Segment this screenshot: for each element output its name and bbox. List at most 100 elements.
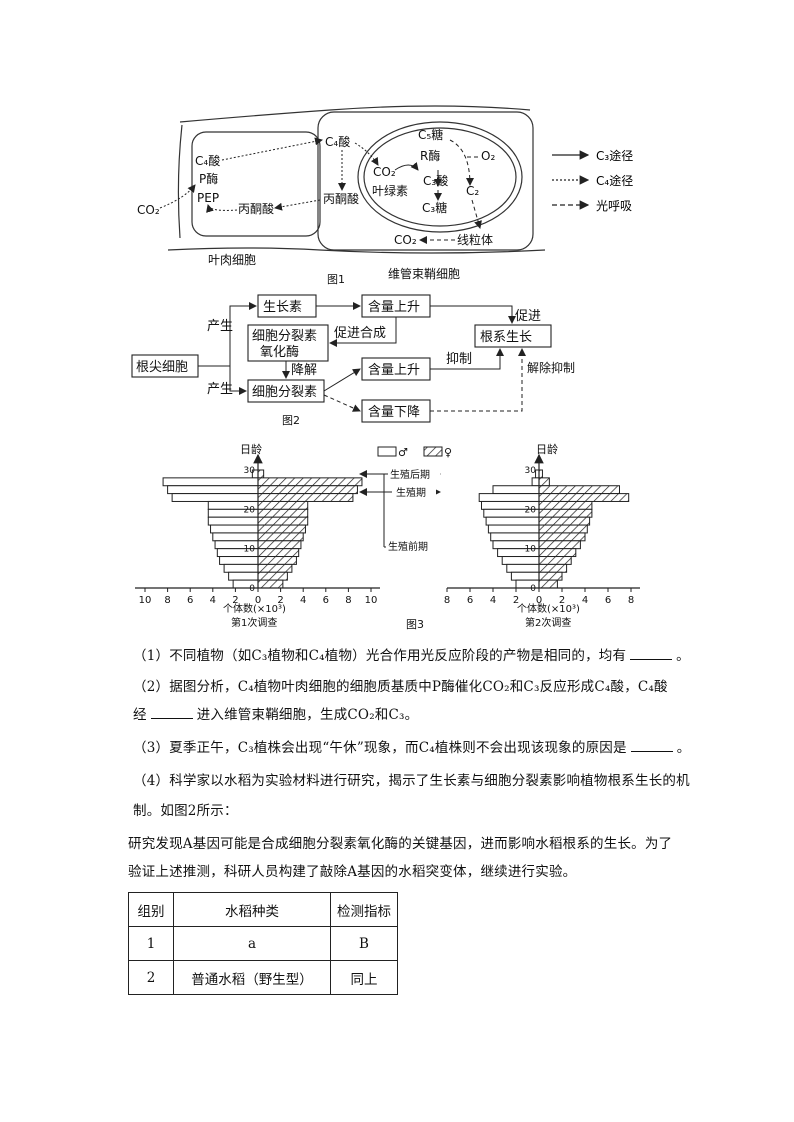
bar-male-age-14 — [212, 532, 259, 542]
cell-rice-type-2: 普通水稻（野生型） — [173, 960, 331, 995]
ckx-label-line2: 氧化酶 — [260, 344, 299, 360]
y-axis-label-1: 日龄 — [240, 442, 262, 456]
stage-reproductive-label: 生殖期 — [396, 486, 426, 499]
question-4-line1: （4）科学家以水稻为实验材料进行研究，揭示了生长素与细胞分裂素影响植物根系生长的… — [133, 771, 690, 791]
y-axis-label-2: 日龄 — [536, 442, 558, 456]
question-2-text-c: 进入维管束鞘细胞，生成CO₂和C₃。 — [196, 707, 419, 723]
x-tick-label: 8 — [444, 595, 450, 606]
x-tick-label: 6 — [467, 595, 473, 606]
header-group: 组别 — [128, 892, 174, 927]
legend-photorespiration: 光呼吸 — [596, 199, 632, 213]
bar-female-age-26 — [538, 485, 620, 495]
bar-female-age-16 — [257, 524, 306, 534]
stage-pre-label: 生殖前期 — [388, 540, 428, 553]
bar-female-age-18 — [257, 516, 309, 526]
c4-acid-label-1: C₄酸 — [195, 153, 220, 168]
cell-indicator-1: B — [330, 926, 398, 961]
y-tick-label: 20 — [525, 505, 537, 515]
content-down-label: 含量下降 — [368, 404, 420, 420]
cell-indicator-2: 同上 — [330, 960, 398, 995]
bar-male-age-8 — [219, 556, 259, 565]
bar-male-age-8 — [501, 556, 540, 565]
bar-male-age-26 — [492, 485, 540, 495]
bar-female-age-6 — [257, 563, 293, 573]
bar-female-age-18 — [538, 516, 591, 526]
ckx-box — [247, 324, 329, 362]
question-4-text-b: 制。如图2所示： — [133, 803, 238, 819]
x-tick-label: 0 — [255, 595, 261, 606]
survey-1-label: 第1次调查 — [231, 616, 277, 629]
cell-group-2: 2 — [128, 960, 174, 995]
r-enzyme-label: R酶 — [420, 148, 440, 163]
produce-label-2: 产生 — [207, 382, 233, 397]
cell-rice-type-1: a — [173, 926, 331, 961]
x-tick-label: 0 — [536, 595, 542, 606]
p-enzyme-label: P酶 — [199, 171, 218, 186]
figure-1-legend: C₃途径 C₄途径 光呼吸 — [552, 148, 633, 213]
c3-acid-label: C₃酸 — [423, 173, 448, 188]
bar-female-age-20 — [538, 508, 593, 518]
figure-2-caption: 图2 — [282, 414, 300, 427]
paragraph-2: 验证上述推测，科研人员构建了敲除A基因的水稻突变体，继续进行实验。 — [128, 862, 576, 882]
bar-female-age-10 — [538, 548, 577, 558]
x-tick-label: 8 — [345, 595, 351, 606]
figure-1-caption: 图1 — [327, 273, 345, 286]
question-3-text: （3）夏季正午，C₃植株会出现“午休”现象，而C₄植株则不会出现该现象的原因是 — [133, 740, 627, 756]
question-4-line2: 制。如图2所示： — [133, 801, 238, 821]
x-tick-label: 10 — [139, 595, 152, 606]
figure-3-caption: 图3 — [406, 618, 424, 631]
x-tick-label: 8 — [628, 595, 634, 606]
bar-male-age-28 — [531, 477, 540, 487]
question-1-text: （1）不同植物（如C₃植物和C₄植物）光合作用光反应阶段的产物是相同的，均有 — [133, 648, 627, 664]
mesophyll-cell-label: 叶肉细胞 — [208, 253, 256, 267]
y-tick-label: 0 — [530, 584, 536, 594]
table-row: 2 普通水稻（野生型） 同上 — [128, 960, 398, 995]
bar-male-age-18 — [207, 516, 259, 526]
root-growth-label: 根系生长 — [480, 330, 532, 345]
root-tip-label: 根尖细胞 — [136, 360, 188, 375]
bar-female-age-26 — [257, 485, 358, 495]
answer-blank-3[interactable] — [630, 739, 673, 752]
x-axis-label-1: 个体数(×10³) — [223, 602, 286, 615]
bar-male-age-26 — [167, 485, 259, 495]
chloroplast — [357, 121, 523, 233]
x-tick-label: 6 — [605, 595, 611, 606]
x-tick-label: 4 — [490, 595, 496, 606]
header-indicator: 检测指标 — [330, 892, 398, 927]
bar-female-age-10 — [257, 548, 300, 558]
bar-female-age-22 — [538, 500, 593, 510]
mesophyll-cell — [191, 131, 321, 237]
x-tick-label: 6 — [323, 595, 329, 606]
relieve-inhibit-label: 解除抑制 — [527, 360, 575, 375]
bar-male-age-24 — [171, 493, 259, 502]
answer-blank-1[interactable] — [630, 647, 673, 660]
co2-label-3: CO₂ — [394, 233, 417, 247]
chlorophyll-label: 叶绿素 — [372, 183, 408, 198]
x-tick-label: 6 — [187, 595, 193, 606]
content-up-label-1: 含量上升 — [368, 299, 420, 315]
bundle-sheath-label: 维管束鞘细胞 — [388, 266, 460, 281]
answer-blank-2[interactable] — [150, 706, 193, 719]
bar-male-age-16 — [487, 524, 540, 534]
bar-male-age-28 — [162, 477, 259, 487]
bar-female-age-22 — [257, 500, 309, 510]
inhibit-label: 抑制 — [446, 352, 472, 367]
cytokinin-label: 细胞分裂素 — [252, 385, 317, 400]
question-1: （1）不同植物（如C₃植物和C₄植物）光合作用光反应阶段的产物是相同的，均有。 — [133, 646, 690, 666]
x-tick-label: 4 — [300, 595, 306, 606]
x-tick-label: 4 — [582, 595, 588, 606]
o2-label: O₂ — [481, 149, 495, 163]
x-tick-label: 10 — [365, 595, 378, 606]
legend-male-label: ♂ — [398, 446, 408, 459]
auxin-label: 生长素 — [263, 300, 302, 315]
co2-label-2: CO₂ — [373, 165, 396, 179]
x-tick-label: 2 — [277, 595, 283, 606]
bar-female-age-20 — [257, 508, 309, 518]
bar-female-age-4 — [257, 571, 288, 581]
bar-female-age-12 — [538, 540, 581, 550]
bar-female-age-28 — [538, 477, 550, 487]
ckx-label-line1: 细胞分裂素 — [252, 329, 317, 344]
x-tick-label: 2 — [232, 595, 238, 606]
